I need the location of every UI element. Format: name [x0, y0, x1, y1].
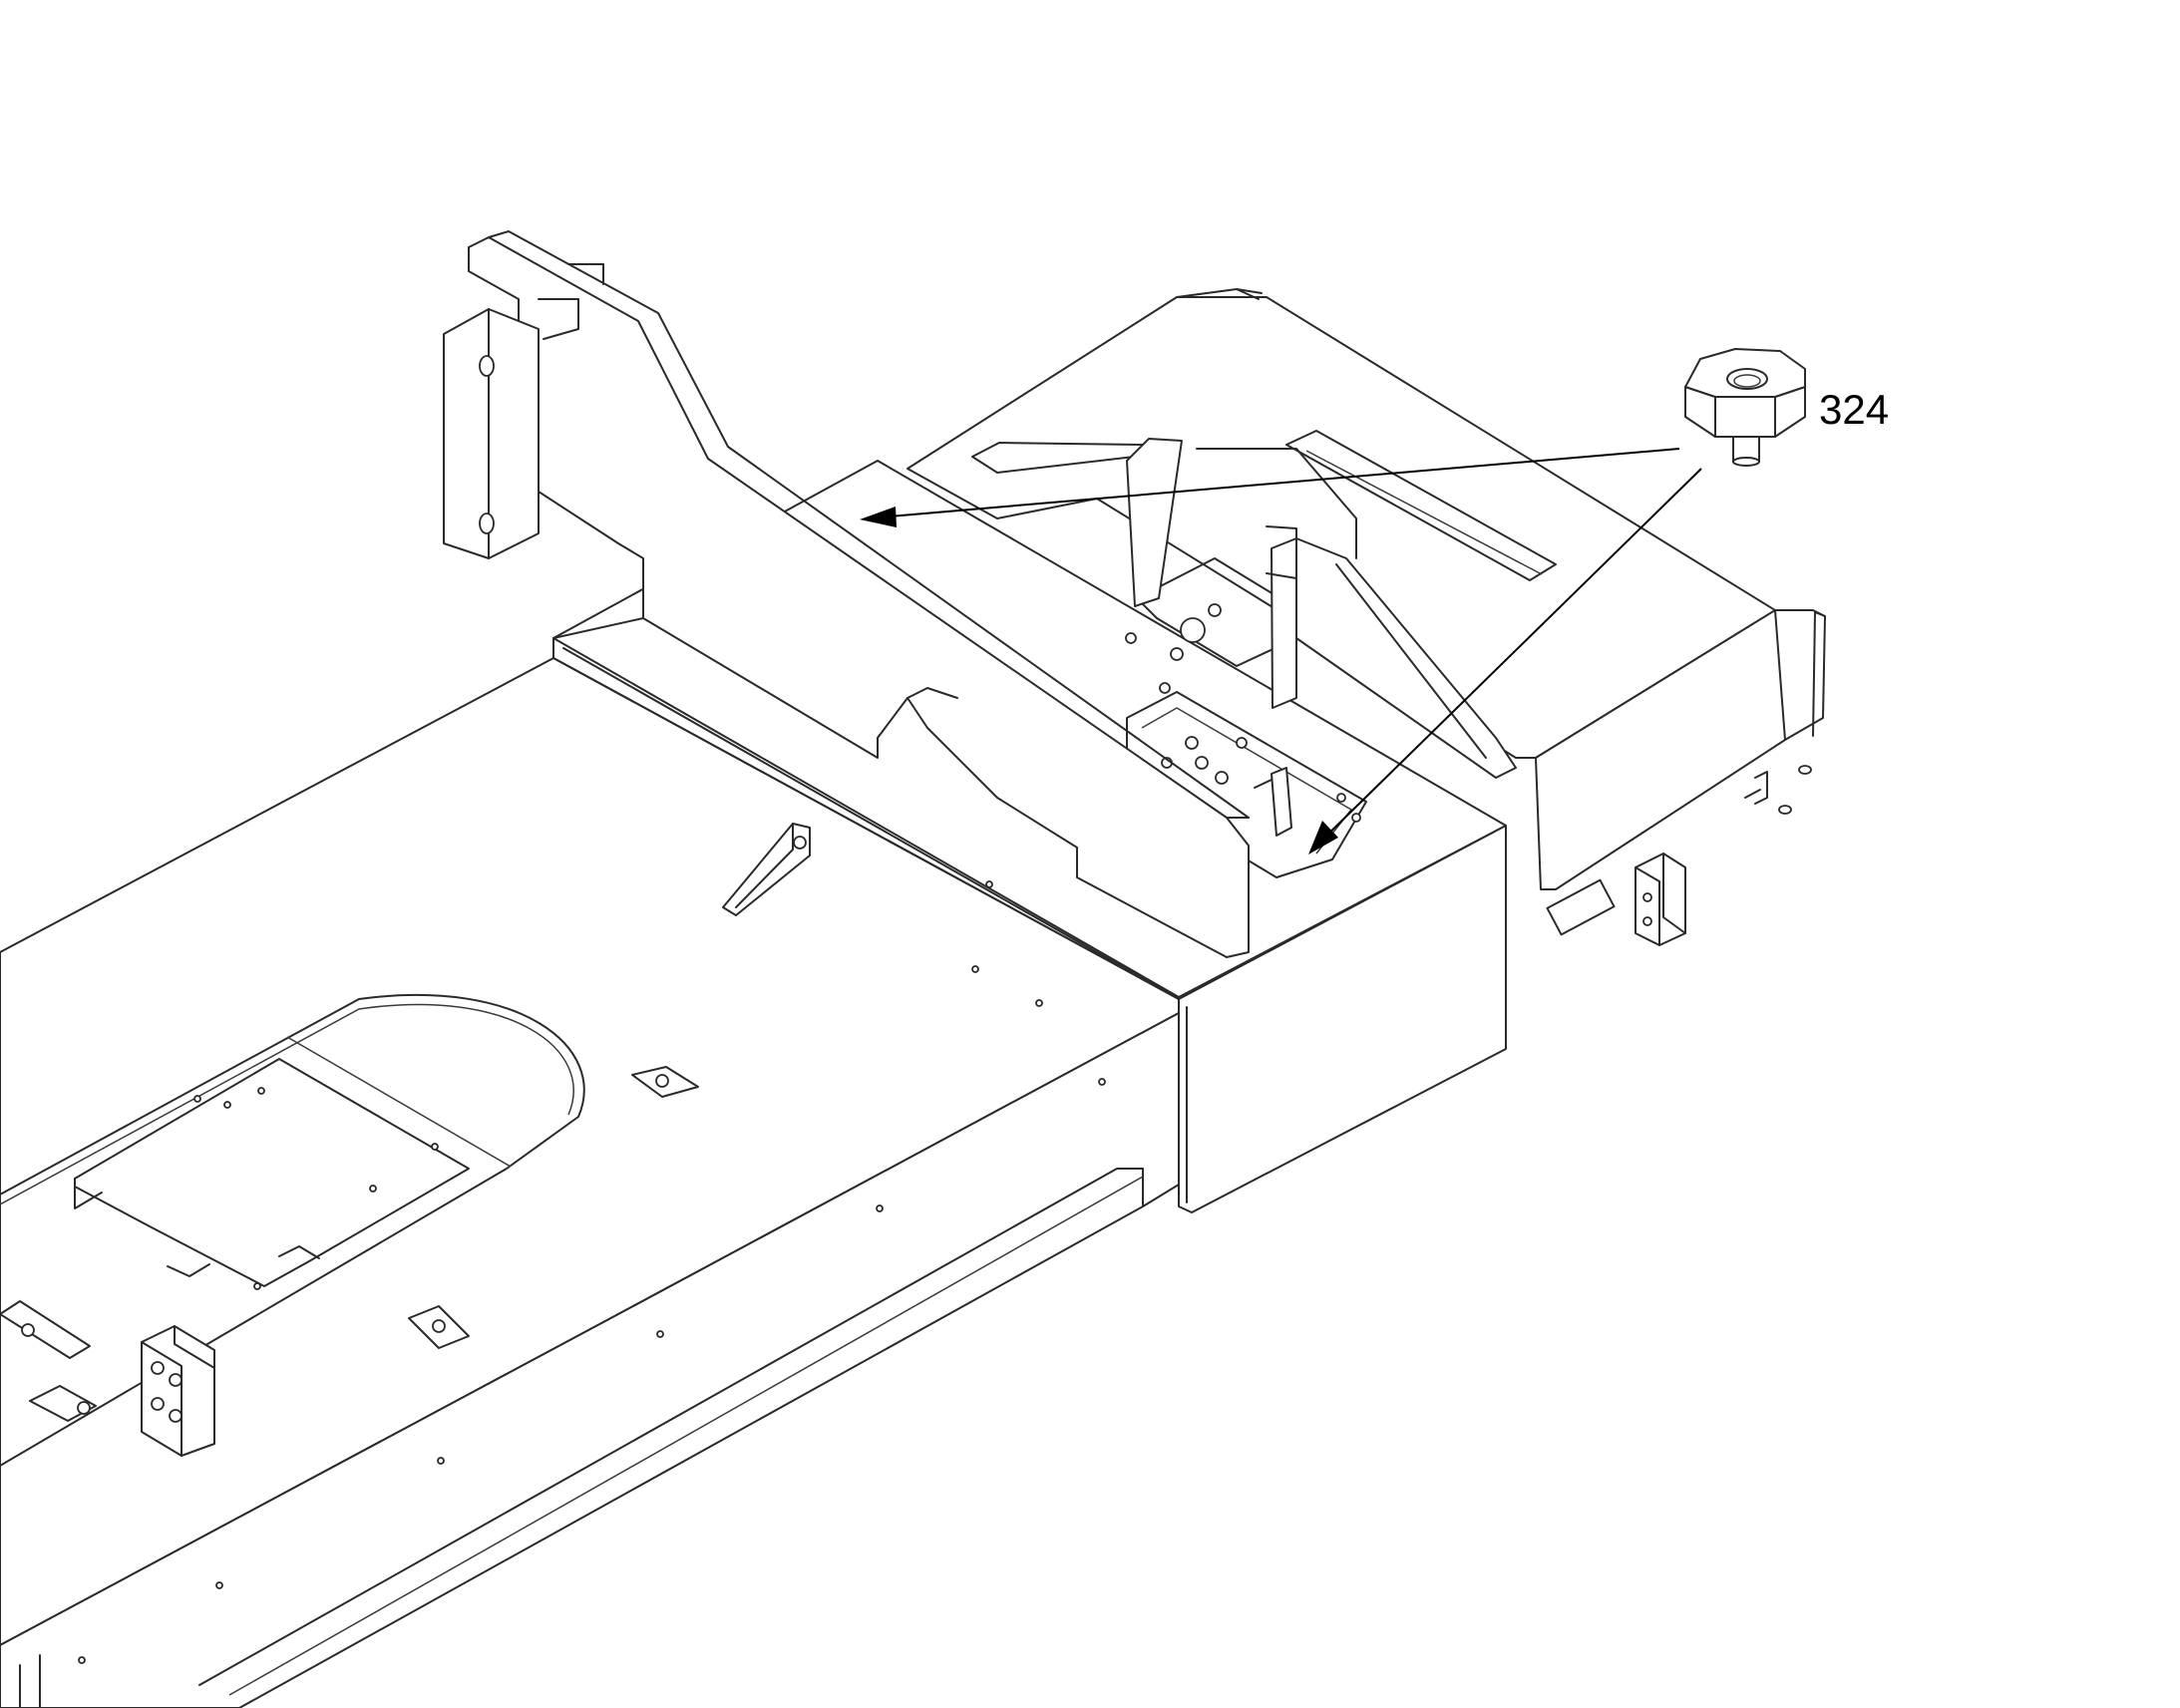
- arrowhead-bracket: [860, 507, 897, 527]
- leader-line-to-bracket: [865, 448, 1680, 519]
- arrowhead-center-block: [1308, 821, 1338, 854]
- mid-plate: [552, 617, 1180, 1000]
- rear-housing: [907, 288, 1826, 936]
- callout-label-324: 324: [1819, 386, 1889, 433]
- hex-nut-part-324-icon: [1684, 348, 1806, 467]
- front-mounting-block: [141, 1325, 215, 1457]
- center-cutouts: [1125, 438, 1517, 878]
- leader-lines: [860, 448, 1702, 854]
- base-holes: [78, 880, 1106, 1664]
- base-oval-cutout: [0, 994, 585, 1467]
- right-side-bracket: [1635, 853, 1686, 946]
- support-bracket: [443, 230, 1250, 958]
- leader-line-to-center-block: [1311, 468, 1702, 851]
- base-small-parts: [0, 823, 811, 1422]
